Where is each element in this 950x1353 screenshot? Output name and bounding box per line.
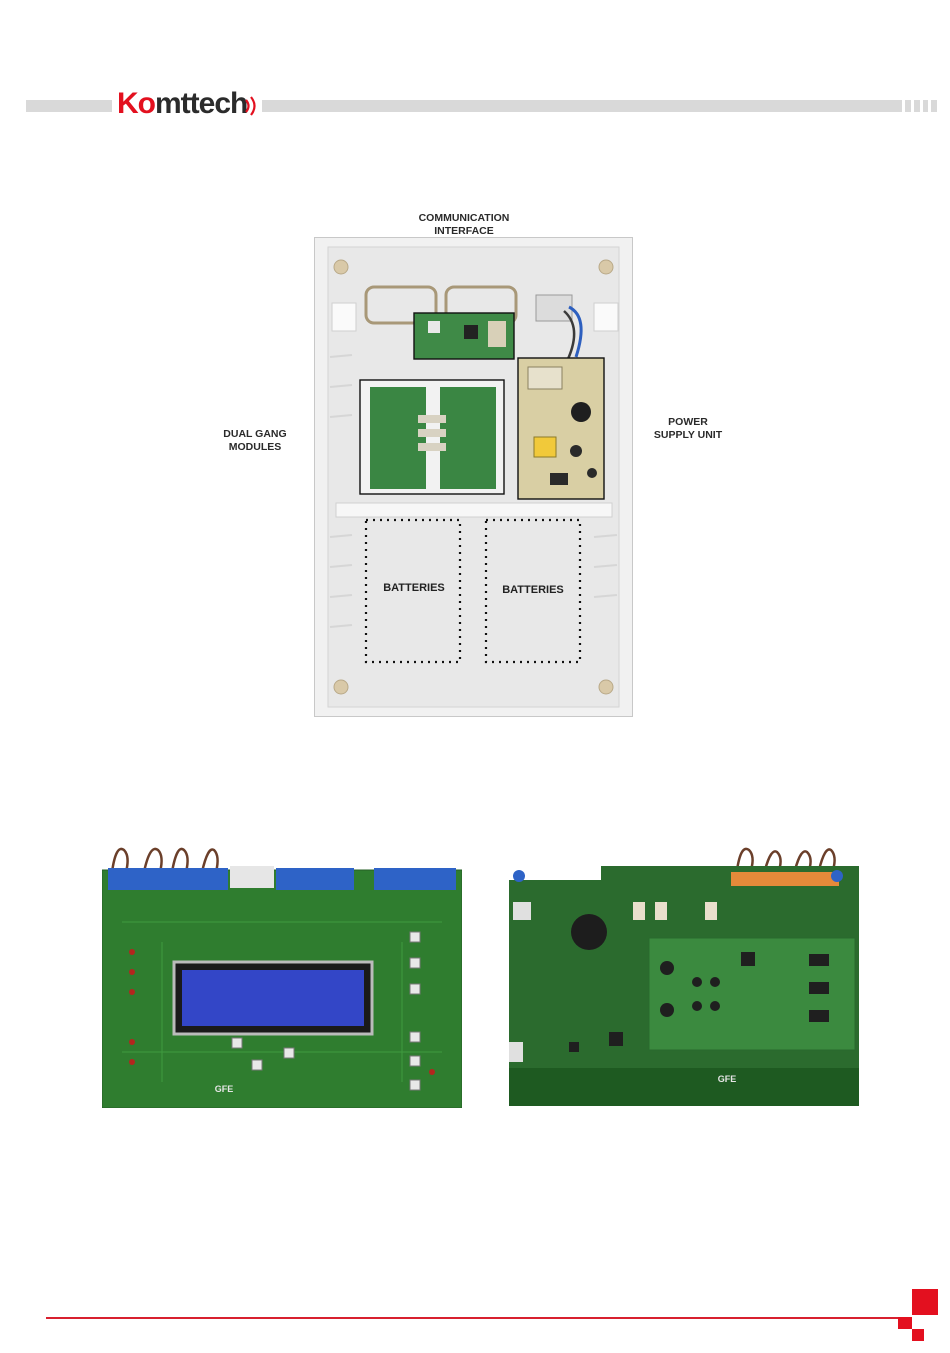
logo-suffix: mttech bbox=[155, 87, 247, 120]
dual-gang-label-line1: DUAL GANG bbox=[205, 428, 305, 441]
display-board-photo: GFE bbox=[102, 842, 462, 1108]
communication-label-line1: COMMUNICATION bbox=[404, 212, 524, 225]
power-label-line2: SUPPLY UNIT bbox=[640, 429, 736, 442]
header-bar-left bbox=[26, 100, 112, 112]
dual-gang-label-line2: MODULES bbox=[205, 441, 305, 454]
footer-square-large bbox=[912, 1289, 938, 1315]
battery-label-left: BATTERIES bbox=[383, 582, 445, 594]
header-bar-right bbox=[262, 100, 902, 112]
header-ticks bbox=[905, 100, 937, 112]
power-label-line1: POWER bbox=[640, 416, 736, 429]
footer-square-small bbox=[898, 1317, 912, 1329]
main-board-photo: GFE bbox=[509, 842, 859, 1106]
communication-interface-label: COMMUNICATION INTERFACE bbox=[404, 212, 524, 238]
dual-gang-modules-label: DUAL GANG MODULES bbox=[205, 428, 305, 454]
enclosure-drawing: BATTERIES BATTERIES bbox=[314, 237, 633, 717]
power-supply-label: POWER SUPPLY UNIT bbox=[640, 416, 736, 442]
footer-square-tiny bbox=[912, 1329, 924, 1341]
board-left-silkscreen-logo: GFE bbox=[215, 1084, 234, 1094]
board-right-silkscreen-logo: GFE bbox=[718, 1074, 737, 1084]
komttech-logo: Komttech bbox=[117, 86, 247, 122]
footer-rule bbox=[46, 1317, 898, 1319]
battery-label-right: BATTERIES bbox=[502, 584, 564, 596]
logo-prefix: Ko bbox=[117, 87, 155, 120]
logo-waves-icon bbox=[244, 94, 262, 118]
